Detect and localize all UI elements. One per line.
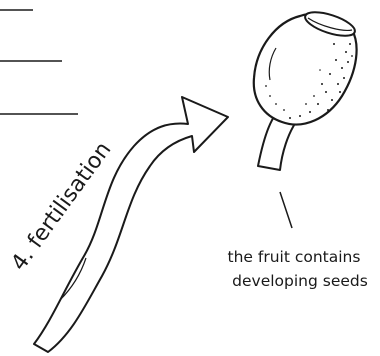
fruit-caption-line-1: the fruit contains xyxy=(228,248,361,266)
answer-lines xyxy=(0,10,78,114)
fruit-drawing xyxy=(254,7,358,170)
fruit-caption-line-2: developing seeds xyxy=(232,272,368,290)
caption-pointer xyxy=(280,192,292,228)
